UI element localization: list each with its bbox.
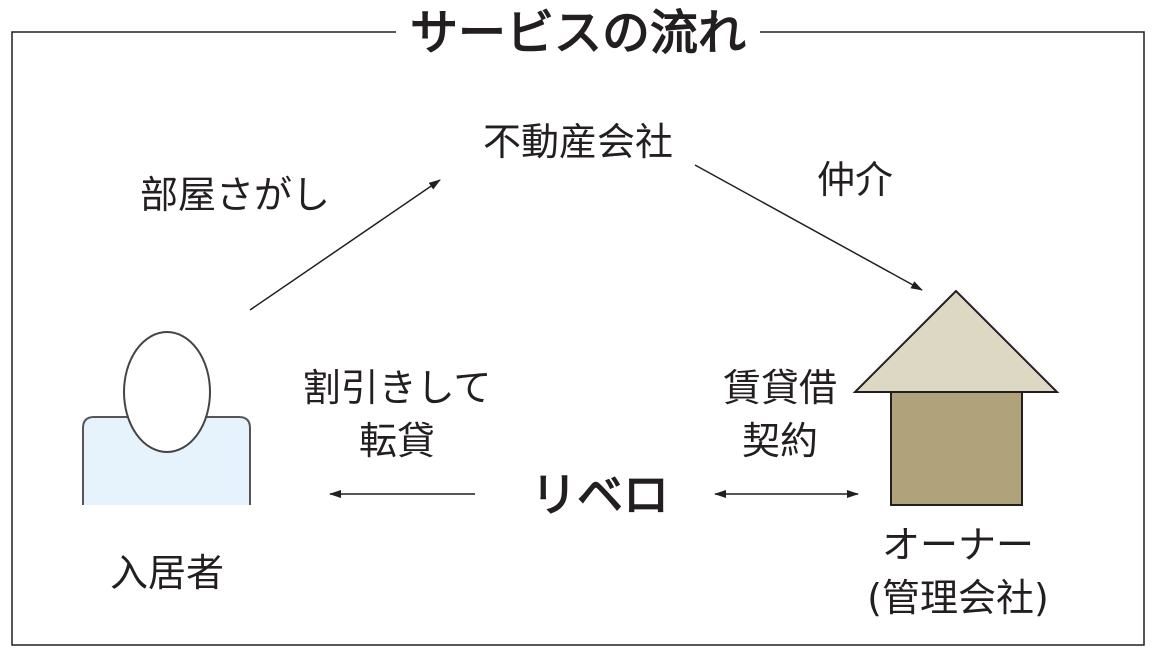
search-label: 部屋さがし <box>139 173 331 217</box>
arrow-search <box>249 179 441 311</box>
owner-label-line1: オーナー <box>881 523 1035 567</box>
owner-label-line2: (管理会社) <box>867 576 1049 620</box>
lease-label-line1: 賃貸借 <box>722 366 838 410</box>
diagram-title: サービスの流れ <box>395 9 761 57</box>
brand-label: リベロ <box>531 468 669 522</box>
brokerage-label: 仲介 <box>816 158 894 202</box>
lease-label-line2: 契約 <box>741 419 819 463</box>
tenant-label: 入居者 <box>109 551 225 595</box>
sublease-label-line1: 割引きして <box>302 366 492 410</box>
sublease-label-line2: 転貸 <box>358 419 436 463</box>
owner-house-icon <box>852 289 1060 506</box>
arrow-brokerage <box>694 164 923 291</box>
tenant-person-icon <box>82 331 251 505</box>
agency-label: 不動産会社 <box>482 120 674 164</box>
